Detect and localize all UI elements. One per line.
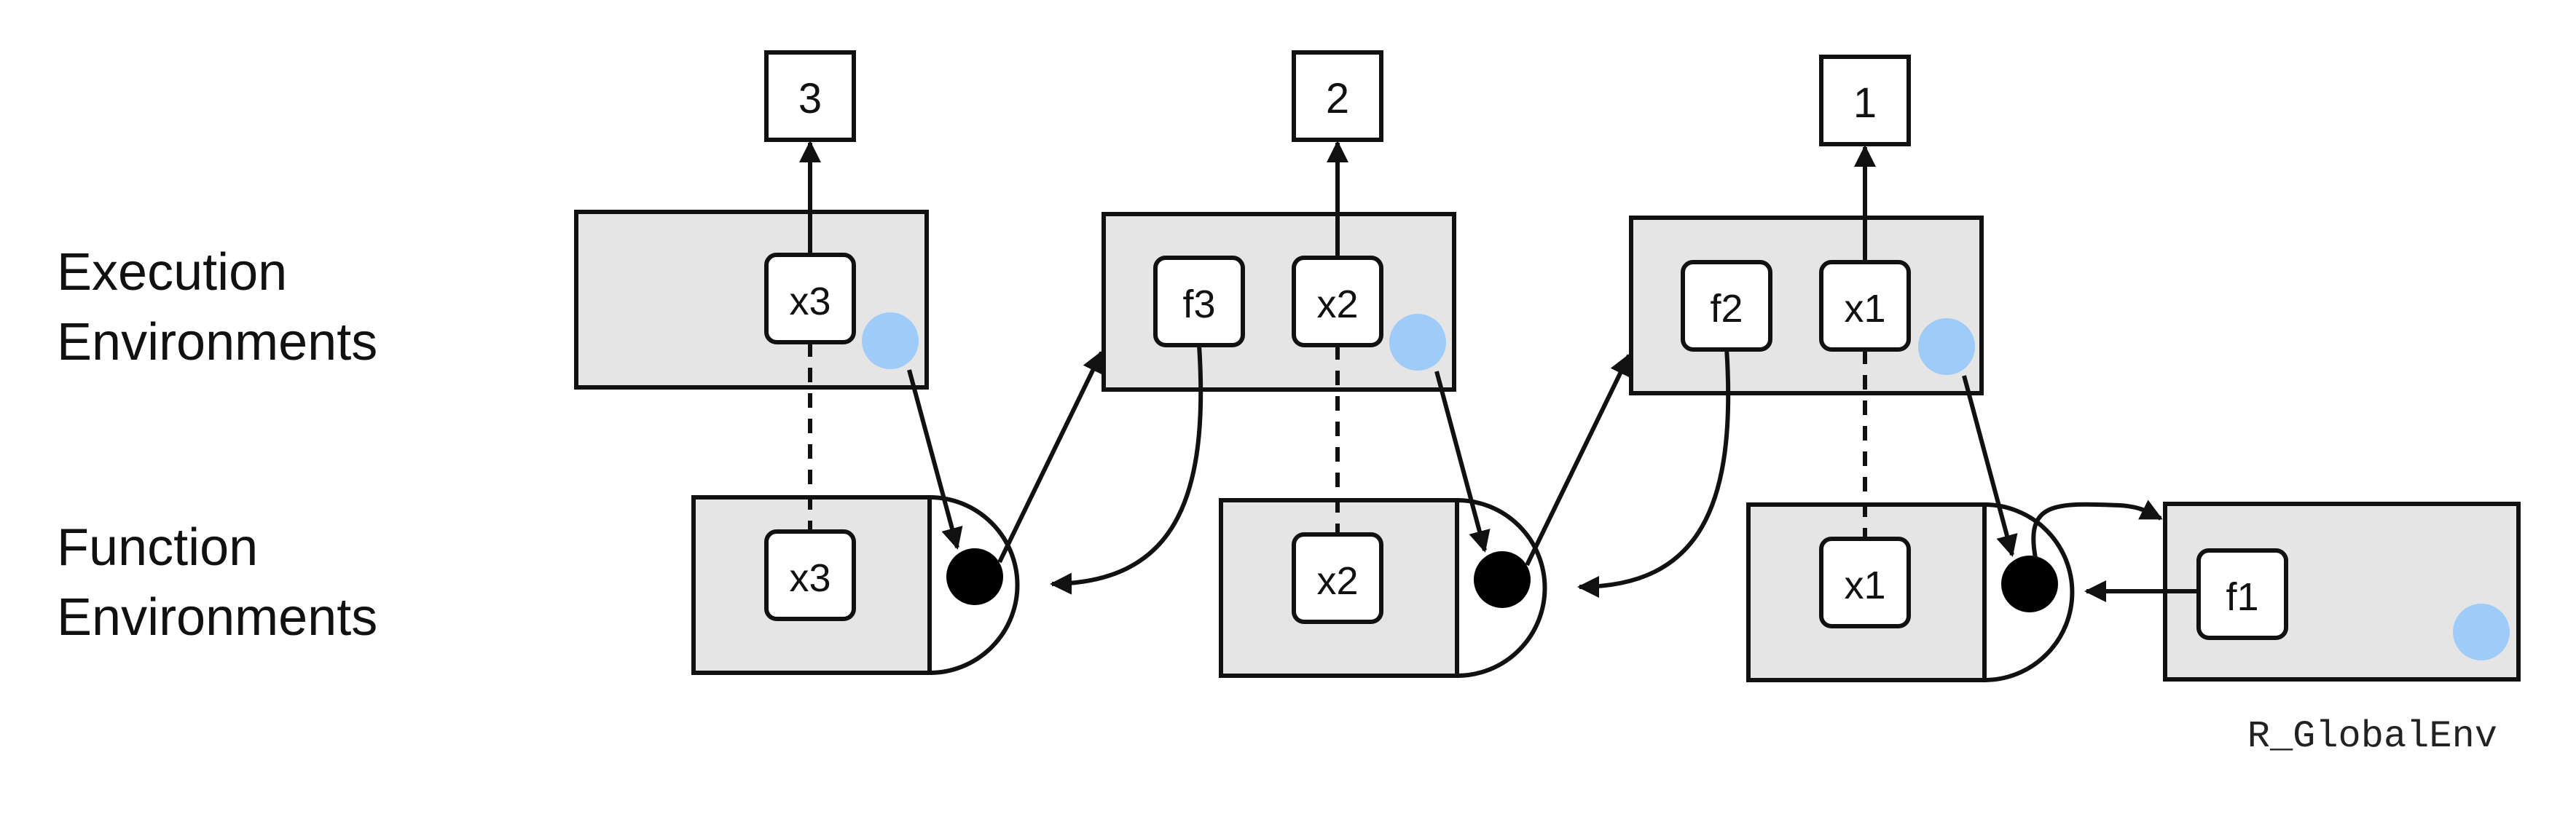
execution-label-line2: Environments bbox=[57, 313, 377, 371]
value-box-3 bbox=[764, 50, 856, 142]
value-box-1 bbox=[1819, 55, 1911, 146]
binding-f1 bbox=[2196, 548, 2288, 640]
global-env-name: R_GlobalEnv bbox=[2247, 715, 2497, 758]
execution-label-line1: Execution bbox=[57, 243, 287, 301]
value-2: 2 bbox=[1326, 75, 1349, 122]
binding-label: x3 bbox=[789, 556, 830, 600]
env-dot-e3 bbox=[862, 312, 919, 369]
value-box-2 bbox=[1292, 50, 1383, 142]
env-dot-e1 bbox=[1918, 318, 1975, 375]
closure-dot-f2 bbox=[1474, 551, 1531, 608]
binding-f2 bbox=[1681, 260, 1772, 352]
binding-f3 bbox=[1153, 256, 1245, 347]
closure-dot-f1 bbox=[2001, 556, 2058, 612]
binding-x1-exec bbox=[1819, 260, 1911, 352]
binding-label: x1 bbox=[1844, 564, 1885, 607]
arrow-f3-enclosing bbox=[997, 350, 1104, 564]
value-3: 3 bbox=[798, 75, 822, 122]
value-1: 1 bbox=[1853, 79, 1877, 127]
arrow-env3-to-closure bbox=[907, 369, 963, 550]
binding-label: f3 bbox=[1182, 283, 1215, 326]
binding-x1-func bbox=[1819, 537, 1911, 628]
binding-label: x2 bbox=[1316, 559, 1358, 603]
binding-label: x3 bbox=[789, 280, 830, 323]
function-label-line1: Function bbox=[57, 518, 258, 577]
arrow-env2-to-closure bbox=[1434, 371, 1491, 553]
binding-label: f1 bbox=[2226, 575, 2258, 619]
env-dot-e2 bbox=[1389, 314, 1446, 371]
arrow-f3-to-closure bbox=[1050, 344, 1203, 595]
binding-x3-exec bbox=[764, 253, 856, 344]
binding-label: x2 bbox=[1316, 283, 1358, 326]
function-label-line2: Environments bbox=[57, 588, 377, 647]
arrow-f2-enclosing bbox=[1525, 353, 1631, 566]
arrow-f2-to-closure bbox=[1577, 347, 1731, 598]
closure-dot-f3 bbox=[946, 548, 1003, 605]
arrow-f1-enclosing bbox=[2031, 500, 2163, 558]
arrow-env1-to-closure bbox=[1962, 375, 2018, 557]
binding-x2-func bbox=[1292, 532, 1383, 624]
binding-x2-exec bbox=[1292, 256, 1383, 347]
binding-label: x1 bbox=[1844, 287, 1885, 331]
binding-x3-func bbox=[764, 529, 856, 621]
binding-label: f2 bbox=[1710, 287, 1743, 331]
env-dot-global bbox=[2453, 604, 2510, 660]
